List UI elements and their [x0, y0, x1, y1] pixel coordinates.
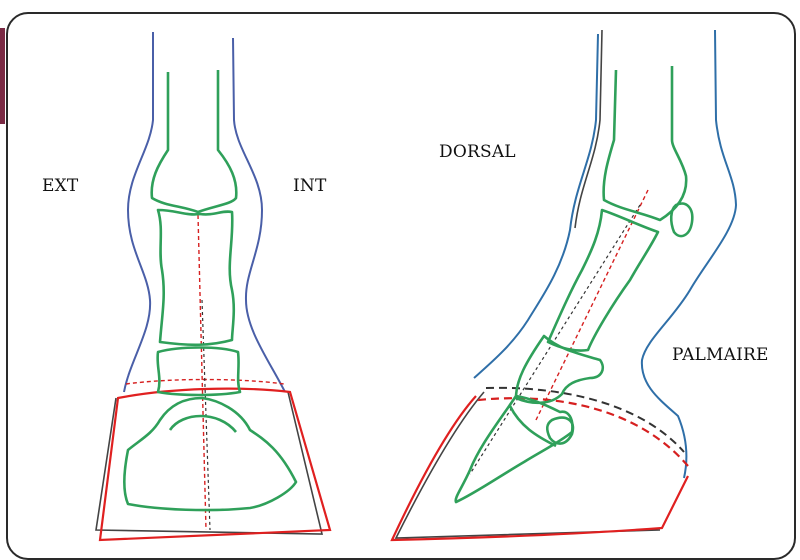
front-skin-outline-left	[124, 32, 153, 392]
label-ext: EXT	[42, 176, 78, 196]
lateral-coronary-line-red	[478, 398, 688, 466]
front-hoof-outline	[100, 389, 330, 540]
lateral-axis-gray	[470, 205, 640, 474]
lateral-pastern-bone-p1	[548, 210, 658, 351]
front-pastern-bone-p1	[158, 210, 234, 345]
front-skin-outline-right	[233, 38, 285, 392]
lateral-axis-red	[536, 190, 648, 420]
label-int: INT	[293, 176, 327, 196]
lateral-coffin-inner	[510, 406, 556, 446]
front-view	[96, 32, 330, 540]
lateral-hoof-outline	[392, 396, 688, 540]
lateral-view	[392, 30, 736, 540]
lateral-sesamoid-bone	[671, 204, 692, 237]
lateral-hoof-shadow	[396, 392, 660, 538]
label-palmaire: PALMAIRE	[672, 345, 769, 365]
lateral-skin-outline-back	[642, 30, 736, 478]
front-cannon-bone	[152, 70, 237, 212]
front-coffin-bone-p3	[124, 398, 296, 510]
label-dorsal: DORSAL	[439, 142, 516, 162]
